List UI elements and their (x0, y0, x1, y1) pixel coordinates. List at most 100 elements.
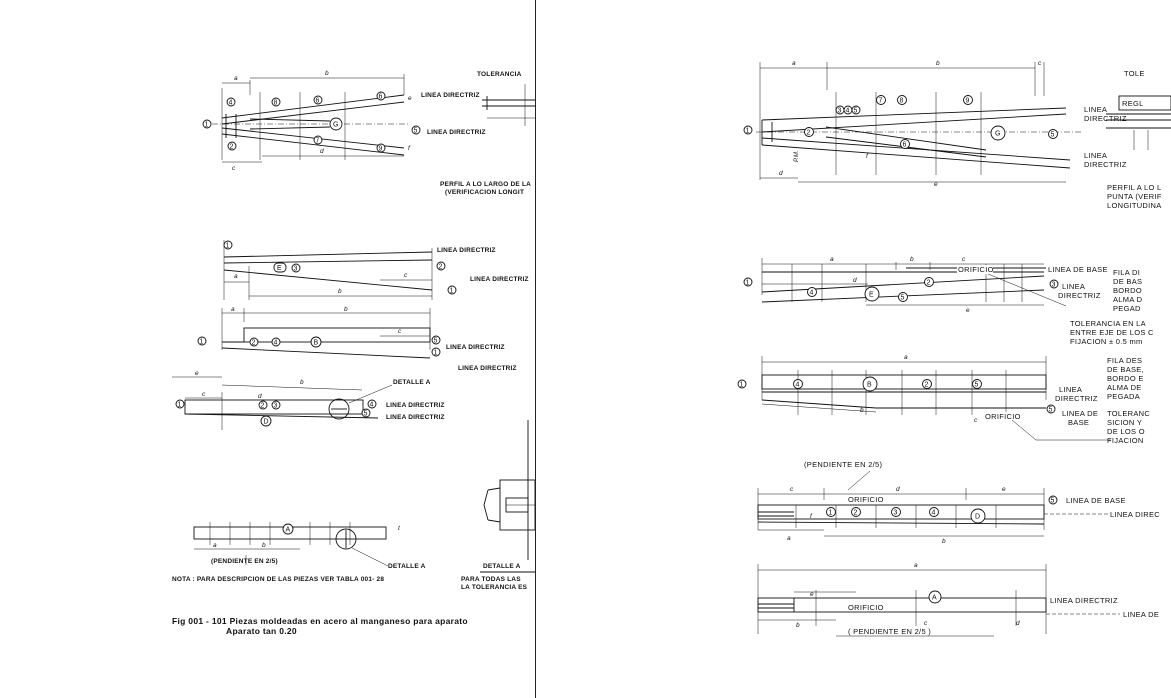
r-profile-1: PERFIL A LO L (1107, 183, 1161, 192)
r5-dim-b: b (796, 622, 800, 629)
mark-7: 7 (316, 138, 320, 145)
r-mark-7: 7 (879, 98, 883, 105)
label-linea-directriz-fig4-top: LINEA DIRECTRIZ (386, 402, 445, 409)
left-page: a b c d e (0, 0, 536, 698)
r4-mark-4: 4 (932, 510, 936, 517)
r2-tol-2: ENTRE EJE DE LOS C (1070, 328, 1154, 337)
switch-point-drawing-b: a b c 1 2 4 B 5 1 LINEA DIRECTRIZ LINEA … (197, 306, 517, 372)
r3-fila-1: FILA DES (1107, 356, 1142, 365)
r4-dim-f: f (810, 513, 813, 520)
r5-dim-c: c (924, 620, 928, 627)
r2-dim-c: c (962, 256, 966, 263)
r3-fila-2: DE BASE, (1107, 365, 1144, 374)
r2-mark-3: 3 (1052, 282, 1056, 289)
r4-label-linea-base: LINEA DE BASE (1066, 496, 1126, 505)
label-detalle-a-fig5: DETALLE A (388, 563, 426, 570)
r3-label-base: BASE (1068, 418, 1089, 427)
dim-c2: c (404, 272, 408, 279)
r2-fila-1: FILA DI (1113, 268, 1140, 277)
r4-label-linea-directriz: LINEA DIREC (1110, 510, 1160, 519)
label-linea-directriz-fig3-top: LINEA DIRECTRIZ (446, 344, 505, 351)
frog-drawing-right-1: a b c d e f P.M. (743, 60, 1171, 210)
r4-mark-1: 1 (829, 510, 833, 517)
r5-label-linea-de: LINEA DE (1123, 610, 1159, 619)
r2-dim-d: d (853, 277, 857, 284)
dim-a2: a (234, 273, 238, 280)
r3-tol-1: TOLERANC (1107, 409, 1150, 418)
r-profile-2: PUNTA (VERIF (1107, 192, 1162, 201)
r4-label-orificio: ORIFICIO (848, 495, 884, 504)
mark-e: E (277, 265, 282, 272)
r2-dim-b: b (910, 256, 914, 263)
dim-d: d (320, 148, 324, 155)
mark-g: G (333, 122, 338, 129)
r3-fila-4: ALMA DE (1107, 383, 1142, 392)
mark-b: B (314, 340, 319, 347)
r5-label-linea-directriz: LINEA DIRECTRIZ (1050, 596, 1118, 605)
dim-b2: b (338, 288, 342, 295)
r-dim-f: f (866, 153, 869, 160)
figure-caption-line1: Fig 001 - 101 Piezas moldeadas en acero … (172, 616, 468, 626)
label-linea-directriz-fig2-bottom: LINEA DIRECTRIZ (470, 276, 529, 283)
mark-1: 1 (205, 122, 209, 129)
r3-mark-b: B (867, 382, 872, 389)
r2-fila-3: BORDO (1113, 286, 1142, 295)
mark-5-fig3: 5 (434, 338, 438, 345)
mark-1b-fig2: 1 (450, 288, 454, 295)
frog-drawing-1: a b c d e (202, 70, 535, 196)
r5-dim-e: e (810, 591, 814, 598)
mark-1b-fig3: 1 (434, 350, 438, 357)
switch-point-drawing-right-e: a b c d e 1 4 E 5 2 3 (743, 256, 1154, 346)
dim-c3: c (398, 328, 402, 335)
switch-point-drawing-e: a b c 1 E 3 2 1 LINEA DIRECTRIZ LINEA DI… (223, 240, 529, 300)
r-mark-3: 3 (838, 108, 842, 115)
r4-dim-a: a (787, 535, 791, 542)
r-mark-1: 1 (746, 128, 750, 135)
r2-fila-4: ALMA D (1113, 295, 1143, 304)
mark-2-fig2: 2 (439, 264, 443, 271)
detail-note-2: LA TOLERANCIA ES (461, 584, 528, 591)
figure-caption-line2: Aparato tan 0.20 (226, 626, 297, 636)
dim-a5: a (213, 542, 217, 549)
mark-1-fig3: 1 (200, 339, 204, 346)
mark-6: 6 (316, 98, 320, 105)
r4-mark-2: 2 (854, 510, 858, 517)
label-linea-directriz-bottom: LINEA DIRECTRIZ (427, 129, 486, 136)
r3-fila-5: PEGADA (1107, 392, 1140, 401)
label-linea-directriz-fig3-bottom: LINEA DIRECTRIZ (458, 365, 517, 372)
dim-d4: d (258, 393, 262, 400)
stock-rail-drawing-right-d: (PENDIENTE EN 2/5) c d e ORIFICIO (757, 460, 1160, 545)
r-mark-4: 4 (846, 108, 850, 115)
r-dim-e: e (934, 181, 938, 188)
dim-t5: t (398, 525, 401, 532)
stock-rail-drawing-d: e b c d 1 2 3 D 4 5 DETALLE A LINEA DIRE (172, 370, 445, 430)
label-detalle-a-fig4: DETALLE A (393, 379, 431, 386)
r4-dim-d: d (896, 486, 900, 493)
dim-e: e (408, 95, 412, 102)
profile-note-2: (VERIFICACION LONGIT (445, 189, 524, 196)
mark-8: 8 (274, 100, 278, 107)
r2-mark-4: 4 (810, 290, 814, 297)
r-mark-g: G (995, 131, 1000, 138)
dim-a: a (234, 75, 238, 82)
r-dim-d: d (779, 170, 783, 177)
r-mark-8: 8 (900, 98, 904, 105)
r3-mark-4: 4 (796, 382, 800, 389)
dim-e4: e (195, 370, 199, 377)
r3-fila-3: BORDO E (1107, 374, 1144, 383)
r3-label-directriz: DIRECTRIZ (1055, 394, 1098, 403)
mark-d: D (264, 419, 269, 426)
r2-label-directriz: DIRECTRIZ (1058, 291, 1101, 300)
r4-dim-e: e (1002, 486, 1006, 493)
dim-a3: a (231, 306, 235, 313)
note-text: NOTA : PARA DESCRIPCION DE LAS PIEZAS VE… (172, 576, 384, 583)
r-label-regla: REGL (1122, 99, 1144, 108)
r-label-linea-bot-1: LINEA (1084, 151, 1107, 160)
r-mark-6: 6 (903, 142, 907, 149)
right-page: a b c d e f P.M. (536, 0, 1171, 698)
r-profile-3: LONGITUDINA (1107, 201, 1162, 210)
r2-fila-5: PEGAD (1113, 304, 1141, 313)
r2-tol-3: FIJACION ± 0.5 mm (1070, 337, 1143, 346)
r5-mark-a: A (932, 595, 937, 602)
